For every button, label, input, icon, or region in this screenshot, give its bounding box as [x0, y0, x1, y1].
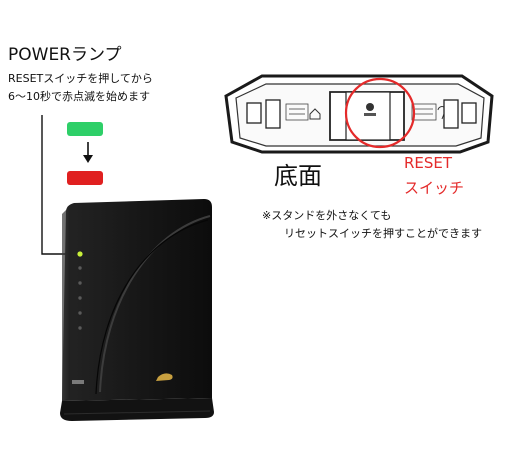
- status-lamp-5: [78, 326, 82, 330]
- router-panel-curve: [99, 215, 211, 393]
- status-lamp-4: [78, 311, 82, 315]
- status-lamp-3: [78, 296, 82, 300]
- status-lamp-2: [78, 281, 82, 285]
- reset-switch-highlight-circle: [344, 77, 416, 149]
- reset-switch-button: [366, 103, 374, 111]
- power-lamp-title: POWERランプ: [8, 45, 122, 65]
- power-lamp: [77, 251, 83, 257]
- router-left-edge: [62, 206, 70, 401]
- reset-label-line-2: スイッチ: [404, 179, 465, 197]
- power-desc-line-2: 6～10秒で赤点滅を始めます: [8, 90, 150, 103]
- status-lamp-1: [78, 266, 82, 270]
- red-lamp-indicator: [67, 171, 103, 185]
- power-lamp-description: RESETスイッチを押してから 6～10秒で赤点滅を始めます: [8, 70, 153, 106]
- reset-switch-label: RESET スイッチ: [404, 151, 464, 201]
- bottom-view-label: 底面: [274, 162, 322, 190]
- router-stand: [60, 398, 214, 421]
- right-foot: [461, 102, 477, 124]
- router-body: [62, 199, 212, 401]
- power-desc-line-1: RESETスイッチを押してから: [8, 72, 153, 85]
- brand-logo-left: [72, 380, 84, 384]
- stand-note: ※スタンドを外さなくても リセットスイッチを押すことができます: [262, 207, 482, 243]
- left-stand-label: [285, 103, 309, 121]
- green-lamp-indicator: [67, 122, 103, 136]
- reset-label-line-1: RESET: [404, 154, 453, 172]
- brand-logo-right: [156, 373, 173, 381]
- right-stand-label: [411, 103, 437, 121]
- house-icon: [309, 108, 321, 120]
- down-arrow-icon: [83, 142, 93, 163]
- note-line-2: リセットスイッチを押すことができます: [284, 227, 482, 240]
- left-foot: [246, 102, 262, 124]
- note-line-1: ※スタンドを外さなくても: [262, 209, 392, 222]
